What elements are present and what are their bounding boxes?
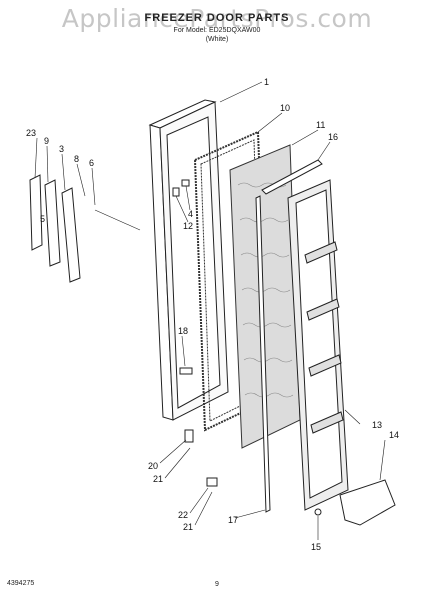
callout: 16 xyxy=(328,132,338,142)
callout: 14 xyxy=(389,430,399,440)
page-number: 9 xyxy=(215,581,219,588)
callout: 20 xyxy=(148,461,158,471)
part-number: 4394275 xyxy=(7,580,35,587)
page-title: FREEZER DOOR PARTS xyxy=(144,12,290,24)
callout: 21 xyxy=(153,474,163,484)
door-liner xyxy=(287,179,349,511)
watermark-text: AppliancePartsPros.com xyxy=(61,4,373,33)
callout: 12 xyxy=(183,221,193,231)
leader-lines xyxy=(34,81,386,540)
callout: 18 xyxy=(178,326,188,336)
callout: 10 xyxy=(280,103,290,113)
model-label: For Model: ED25DQXAW00 xyxy=(173,27,261,34)
callout: 13 xyxy=(372,420,382,430)
callout: 5 xyxy=(40,214,45,224)
callout: 17 xyxy=(228,515,238,525)
door-outer-panel xyxy=(148,99,229,421)
callout: 23 xyxy=(26,128,36,138)
callout: 22 xyxy=(178,510,188,520)
handle-assembly xyxy=(29,174,81,283)
hardware-parts xyxy=(172,179,322,516)
callout: 4 xyxy=(188,209,193,219)
callout: 9 xyxy=(44,136,49,146)
callout: 3 xyxy=(59,144,64,154)
callout: 6 xyxy=(89,158,94,168)
callout: 1 xyxy=(264,77,269,87)
callout: 11 xyxy=(316,120,325,130)
trim-strip xyxy=(255,159,323,513)
callout: 8 xyxy=(74,154,79,164)
handle-bracket xyxy=(339,479,396,526)
callout: 15 xyxy=(311,542,321,552)
color-label: (White) xyxy=(205,36,229,43)
callout: 21 xyxy=(183,522,193,532)
callouts: 1 10 11 16 23 9 3 8 6 4 12 5 18 13 14 20… xyxy=(26,77,399,552)
